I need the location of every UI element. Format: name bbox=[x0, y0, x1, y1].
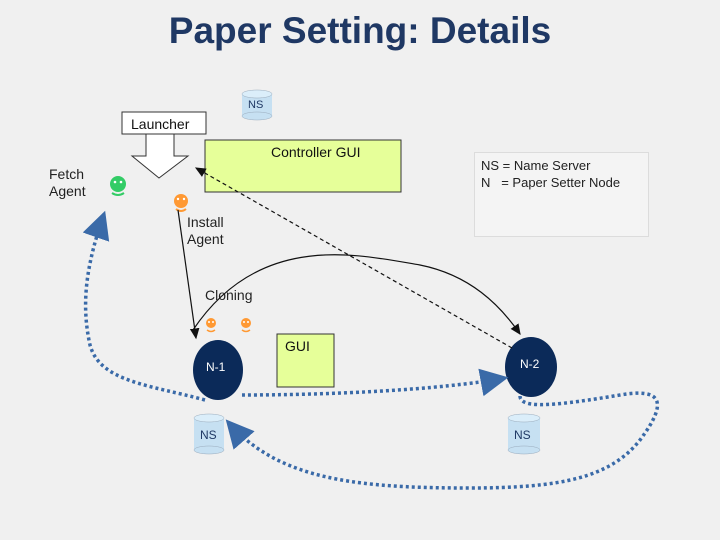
cloning-label: Cloning bbox=[205, 287, 253, 303]
legend-box: NS = Name Server N = Paper Setter Node bbox=[474, 152, 649, 237]
fetch-agent-label: Fetch Agent bbox=[49, 166, 86, 200]
install-agent-icon bbox=[174, 194, 188, 212]
install-agent-label-line1: Install bbox=[187, 214, 224, 230]
dotted-arrow-n2-to-n1-ns bbox=[225, 391, 660, 490]
node-n1[interactable] bbox=[193, 340, 243, 400]
controller-gui-label: Controller GUI bbox=[271, 144, 361, 160]
ns-n1-label: NS bbox=[200, 428, 217, 442]
ns-cylinder-n2[interactable] bbox=[507, 413, 541, 455]
install-agent-label: Install Agent bbox=[187, 214, 224, 248]
n1-label: N-1 bbox=[206, 360, 226, 374]
legend-line-2: N = Paper Setter Node bbox=[481, 175, 621, 190]
install-to-n1-line bbox=[177, 209, 200, 340]
dotted-arrow-n1-to-fetch bbox=[82, 210, 206, 402]
install-agent-label-line2: Agent bbox=[187, 231, 224, 247]
launcher-down-arrow bbox=[130, 133, 190, 179]
ns-cylinder-top[interactable] bbox=[241, 89, 273, 121]
page-title: Paper Setting: Details bbox=[168, 10, 552, 51]
ns-top-label: NS bbox=[248, 99, 264, 111]
ns-n2-label: NS bbox=[514, 428, 531, 442]
ns-cylinder-n1[interactable] bbox=[193, 413, 225, 455]
dashed-arrow-n2-to-controller bbox=[194, 167, 513, 349]
controller-gui-box[interactable] bbox=[204, 139, 402, 193]
fetch-agent-icon bbox=[110, 176, 126, 196]
cloning-agent-icon-1 bbox=[206, 318, 216, 333]
fetch-agent-label-line1: Fetch bbox=[49, 166, 85, 182]
curve-to-n2-arrow bbox=[192, 254, 521, 335]
dotted-arrow-n1-to-n2 bbox=[241, 368, 509, 397]
fetch-agent-label-line2: Agent bbox=[49, 183, 86, 199]
cloning-agent-icon-2 bbox=[241, 318, 251, 333]
legend-line-1: NS = Name Server bbox=[481, 158, 591, 173]
launcher-label: Launcher bbox=[131, 116, 190, 132]
gui-label: GUI bbox=[285, 338, 310, 354]
n2-label: N-2 bbox=[520, 357, 540, 371]
gui-box[interactable] bbox=[276, 333, 335, 388]
node-n2[interactable] bbox=[505, 337, 557, 397]
